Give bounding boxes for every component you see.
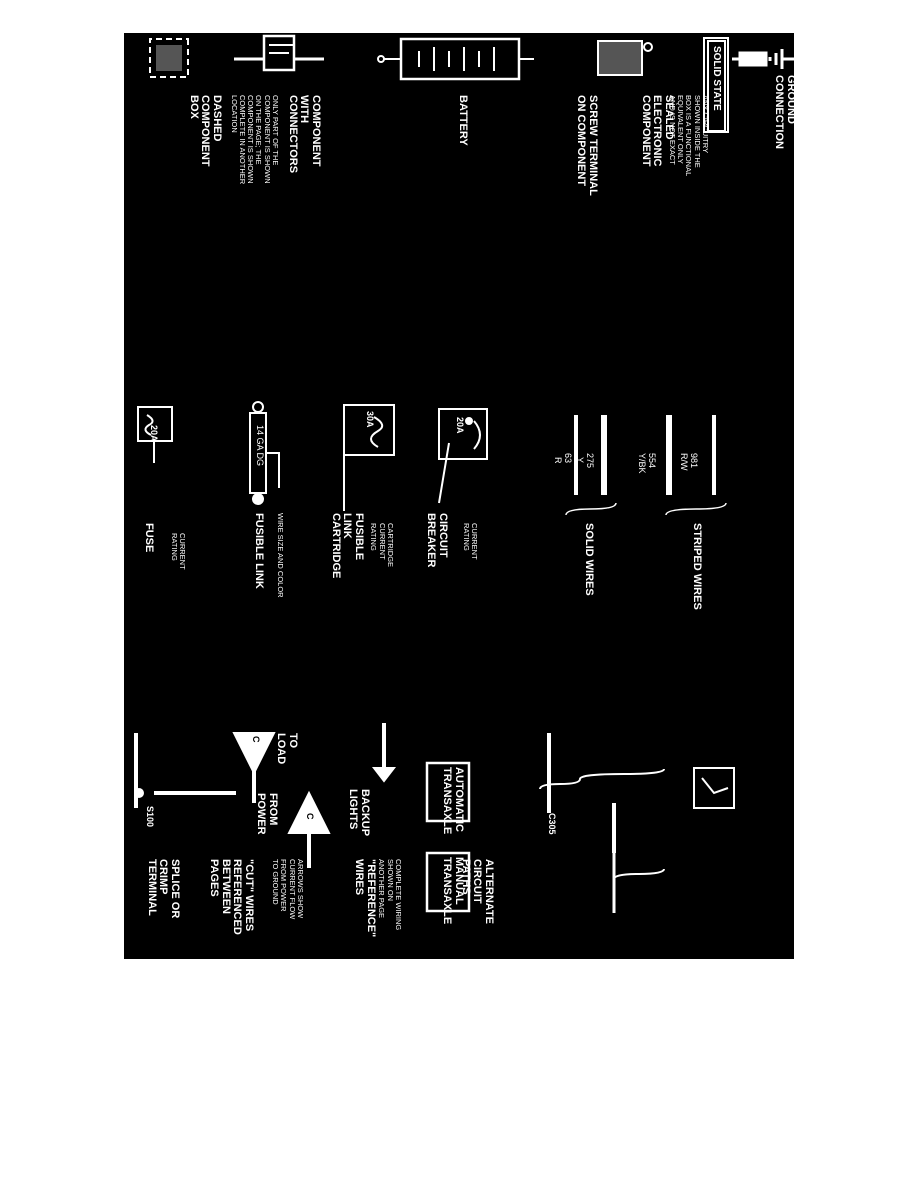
battery-icon [377,37,534,81]
arrow-letter-right: C [305,813,315,820]
cut-wires-desc: ARROWS SHOW CURRENT FLOW FROM POWER TO G… [271,859,305,920]
striped-wires-icon [665,415,727,516]
fuse-desc: CURRENT RATING [169,533,187,570]
backup-lights-label: BACKUP LIGHTS [347,789,371,837]
wire2-number: 63 [563,453,573,464]
striped-wire1-color: R/W [679,453,689,471]
breaker-title: CIRCUIT BREAKER [425,513,449,568]
alternate-paths-title: ALTERNATE CIRCUIT PATHS [459,859,495,924]
wire1-color: Y [575,457,585,464]
breaker-rating: 20A [455,417,465,434]
legend-rotated: DASHED COMPONENT BOX ONLY PART OF THE CO… [124,33,794,959]
fuse-title: FUSE [143,523,155,553]
wire2-color: R [553,457,563,464]
striped-wire2-color: Y/BK [637,453,647,474]
screw-terminal-icon [597,40,653,76]
fusible-link-desc: WIRE SIZE AND COLOR [276,513,285,598]
component-connectors-title: COMPONENT WITH CONNECTORS [286,95,322,174]
cartridge-desc: CARTRIDGE CURRENT RATING [369,523,396,568]
fuse-rating: 20A [149,425,159,442]
striped-wire1-number: 981 [689,453,699,469]
reference-arrow-icon [371,723,397,783]
solid-wires-title: SOLID WIRES [583,523,595,596]
component-connectors-icon [234,34,324,72]
from-power-label: FROM POWER [255,793,279,835]
arrow-letter-left: C [251,736,261,743]
solid-wires-icon [565,415,617,516]
wire1-number: 275 [585,453,595,469]
fuse-icon [137,406,173,463]
battery-title: BATTERY [457,95,469,146]
reference-wires-title: "REFERENCE" WIRES [353,859,377,938]
dashed-box-desc: ONLY PART OF THE COMPONENT IS SHOWN ON T… [229,95,280,185]
cartridge-rating: 30A [365,411,375,428]
dashed-box-title: DASHED COMPONENT BOX [187,95,223,167]
fusible-link-icon [249,401,280,505]
automatic-transaxle-label: AUTOMATIC TRANSAXLE [441,767,465,835]
cut-wires-title: "CUT" WIRES REFERENCED BETWEEN PAGES [208,859,255,935]
dashed-box-icon [149,38,189,78]
striped-wires-title: STRIPED WIRES [691,523,703,610]
fusible-link-cartridge-icon [343,404,395,511]
breaker-desc: CURRENT RATING [461,523,479,560]
cut-wires-icon [232,732,331,868]
reference-wires-desc: COMPLETE WIRING SHOWN ON ANOTHER PAGE [377,859,404,931]
fusible-link-label: 14 GA DG [255,425,265,467]
splice-title: SPLICE OR CRIMP TERMINAL [145,859,181,919]
alternate-paths-icon [425,733,735,913]
fusible-link-title: FUSIBLE LINK [253,513,265,589]
connector-label: C305 [547,813,557,835]
splice-icon [134,733,236,808]
cartridge-title: FUSIBLE LINK CARTRIDGE [329,513,365,579]
solid-state-box [703,37,729,133]
ground-icon [732,49,794,69]
legend-graphics [134,34,794,913]
screw-terminal-title: SCREW TERMINAL ON COMPONENT [575,95,599,196]
sealed-component-desc: ANY CIRCUITRY SHOWN INSIDE THE BOX IS A … [668,95,710,177]
splice-label: S100 [145,806,155,828]
to-load-label: TO LOAD [275,733,299,765]
striped-wire2-number: 554 [647,453,657,469]
diagram-panel: DASHED COMPONENT BOX ONLY PART OF THE CO… [124,33,794,959]
ground-title: GROUND CONNECTION [773,75,794,149]
circuit-breaker-icon [438,408,488,504]
